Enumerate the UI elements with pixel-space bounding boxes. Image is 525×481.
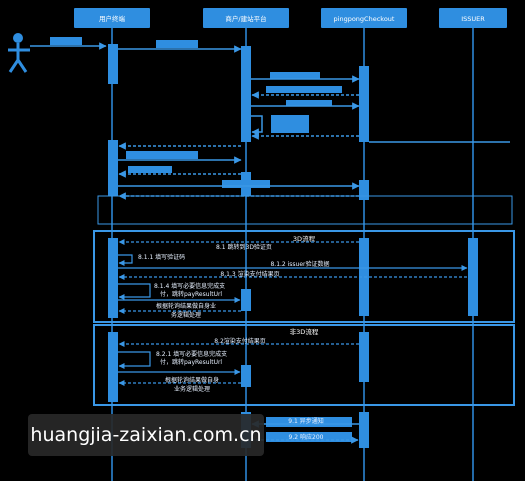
participant-user: 用户终端	[74, 8, 150, 28]
msg-8-1-4-line1: 8.1.4 填写必要信息完成支	[154, 282, 225, 290]
msg-8-2: 8.2渲染支付结果页	[214, 337, 266, 345]
participant-merchant: 商户/建站平台	[203, 8, 289, 28]
msg-9-1: 9.1 异步通知	[288, 417, 323, 425]
msg-8-1-2: 8.1.2 issuer验证数据	[270, 260, 329, 268]
participant-issuer-label: ISSUER	[461, 15, 485, 23]
upper-interactions	[30, 37, 513, 225]
msg-8-1-3: 8.1.3 渲染支付结果页	[220, 270, 279, 278]
actor-icon	[8, 33, 30, 73]
participant-issuer: ISSUER	[439, 8, 507, 28]
frame-non-3d-title: 非3D流程	[290, 327, 319, 336]
msg-8-1-4-line2: 付，跳转payResultUrl	[160, 290, 222, 298]
frame-non-3d: 非3D流程 8.2渲染支付结果页 8.2.1 填写必要信息完成支 付，跳转pay…	[93, 324, 515, 406]
frame-3d-title: 3D流程	[293, 234, 316, 243]
msg-8-1: 8.1 跳转到3D验证页	[216, 243, 272, 251]
msg-8-2-1-line1: 8.2.1 填写必要信息完成支	[156, 350, 227, 358]
msg-8-1-1: 8.1.1 填写验证码	[138, 253, 185, 261]
msg-3d-result-line2: 务逻辑处理	[171, 311, 201, 319]
participant-merchant-label: 商户/建站平台	[225, 14, 266, 23]
participant-user-label: 用户终端	[99, 14, 126, 23]
frame-3d: 3D流程 8.1 跳转到3D验证页 8.1.1 填写验证码 8.1.2 issu…	[93, 230, 515, 323]
msg-8-2-1-line2: 付，跳转payResultUrl	[160, 358, 222, 366]
msg-3d-result-line1: 根据轮询结果做自身业	[156, 302, 216, 310]
watermark: huangjia-zaixian.com.cn	[28, 414, 264, 456]
msg-non3d-result-line1: 根据轮询结果做自身	[165, 376, 219, 384]
participant-checkout-label: pingpongCheckout	[334, 15, 395, 23]
participant-checkout: pingpongCheckout	[321, 8, 407, 28]
msg-9-2: 9.2 响应200	[289, 433, 324, 441]
msg-non3d-result-line2: 业务逻辑处理	[174, 385, 210, 393]
